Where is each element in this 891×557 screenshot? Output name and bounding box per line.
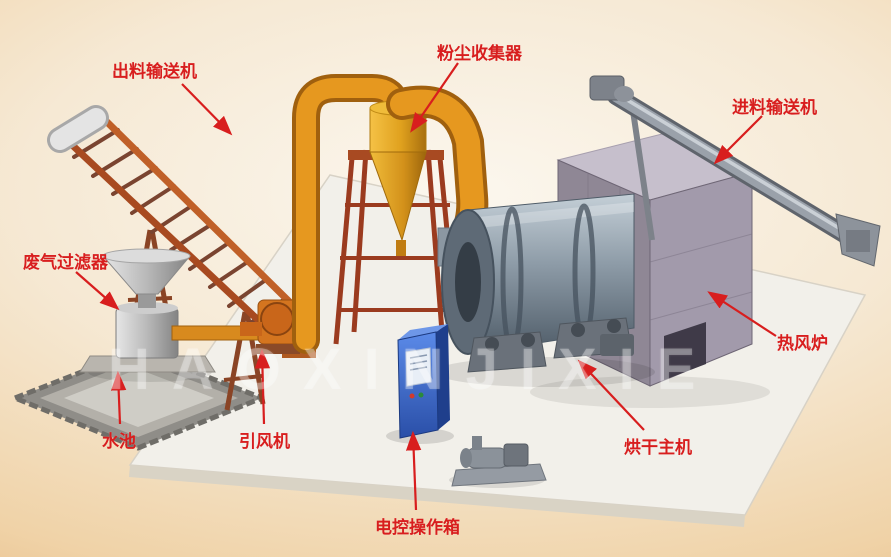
label-exhaust-filter: 废气过滤器	[23, 253, 108, 272]
rotary-drum-dryer	[435, 193, 655, 387]
label-draft-fan: 引风机	[239, 432, 290, 451]
draft-fan	[240, 299, 300, 354]
water-pool	[12, 347, 265, 451]
arrow-dust-collector	[410, 62, 459, 133]
head-roller	[50, 108, 106, 150]
arrow-draft-fan	[254, 348, 271, 425]
arrow-dryer-main	[577, 359, 645, 431]
label-hot-air-furnace: 热风炉	[777, 334, 828, 353]
label-dryer-main: 烘干主机	[624, 438, 692, 457]
callout-arrows	[75, 62, 777, 511]
drum-drive-motor	[600, 334, 634, 356]
arrow-discharge-conveyor	[181, 83, 233, 136]
label-feed-conveyor: 进料输送机	[732, 98, 817, 117]
pump-unit	[449, 436, 547, 488]
label-control-box: 电控操作箱	[375, 518, 460, 537]
label-water-pool: 水池	[102, 432, 136, 451]
cabinet-panel	[405, 347, 432, 387]
arrow-exhaust-filter	[75, 271, 120, 311]
label-discharge-conveyor: 出料输送机	[112, 62, 197, 81]
arrow-feed-conveyor	[713, 115, 763, 165]
feed-screw-conveyor	[589, 75, 881, 267]
arrow-control-box	[405, 430, 422, 511]
arrow-water-pool	[110, 370, 127, 425]
furnace-opening	[664, 322, 706, 380]
arrow-hot-furnace	[707, 291, 777, 337]
electric-control-cabinet	[386, 324, 454, 444]
label-dust-collector: 粉尘收集器	[437, 44, 522, 63]
